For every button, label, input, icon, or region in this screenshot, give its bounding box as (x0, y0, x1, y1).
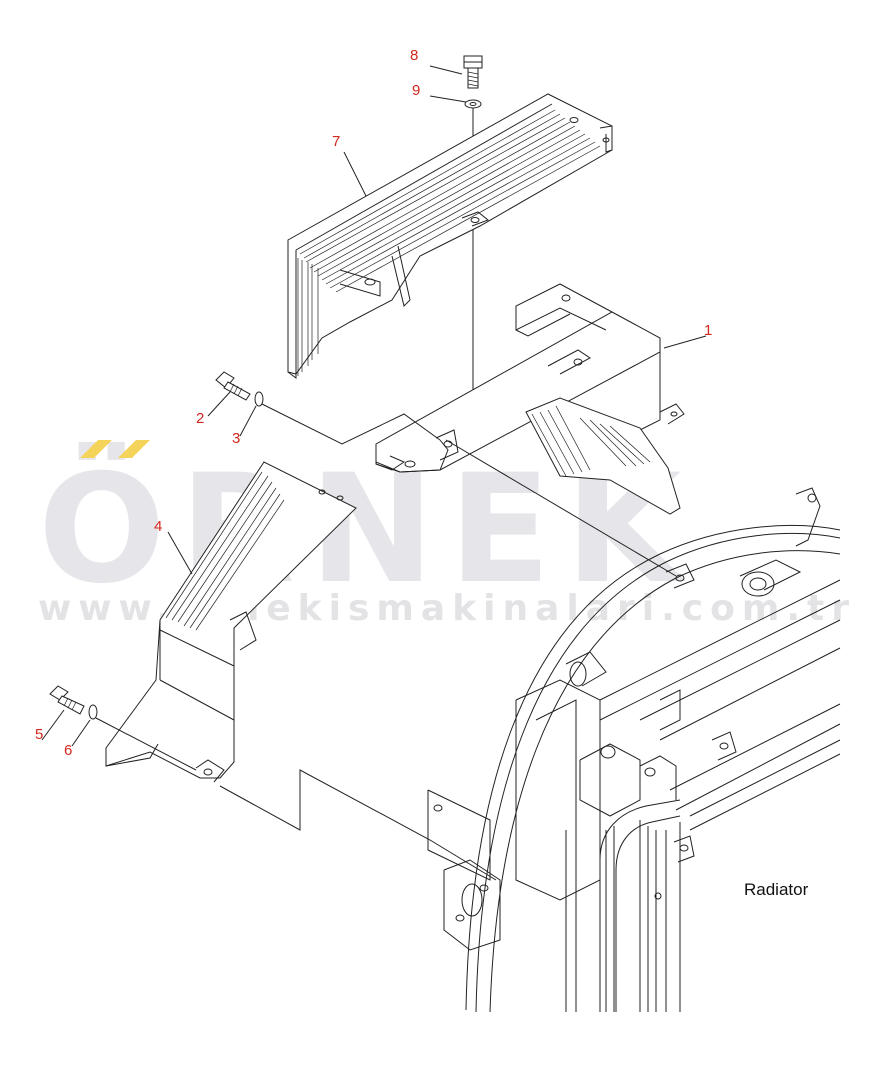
cover-part-7 (287, 93, 613, 379)
bracket-part-1 (375, 283, 685, 515)
cover-part-4 (105, 461, 357, 783)
leader-bracket-1 (445, 439, 677, 577)
bolt-part-5 (49, 685, 85, 715)
callout-2: 2 (196, 410, 205, 427)
leader-bolt-5 (95, 717, 197, 771)
washer-part-3 (254, 391, 264, 407)
callout-7: 7 (332, 133, 341, 150)
watermark-umlaut (80, 440, 150, 458)
bolt-part-2 (215, 371, 251, 401)
washer-part-6 (88, 704, 98, 720)
washer-part-9 (464, 99, 482, 109)
callout-4: 4 (154, 518, 163, 535)
leader-bolt-2 (261, 403, 441, 445)
callout-3: 3 (232, 430, 241, 447)
callout-5: 5 (35, 726, 44, 743)
callout-9: 9 (412, 82, 421, 99)
callout-8: 8 (410, 47, 419, 64)
callout-6: 6 (64, 742, 73, 759)
bolt-part-8 (463, 55, 483, 89)
callout-leaders (41, 65, 707, 747)
leader-cover-4 (219, 769, 497, 881)
callout-1: 1 (704, 322, 713, 339)
radiator-assembly (427, 487, 841, 1013)
watermark-brand: ÖRNEK (38, 443, 696, 617)
radiator-caption: Radiator (744, 880, 809, 899)
